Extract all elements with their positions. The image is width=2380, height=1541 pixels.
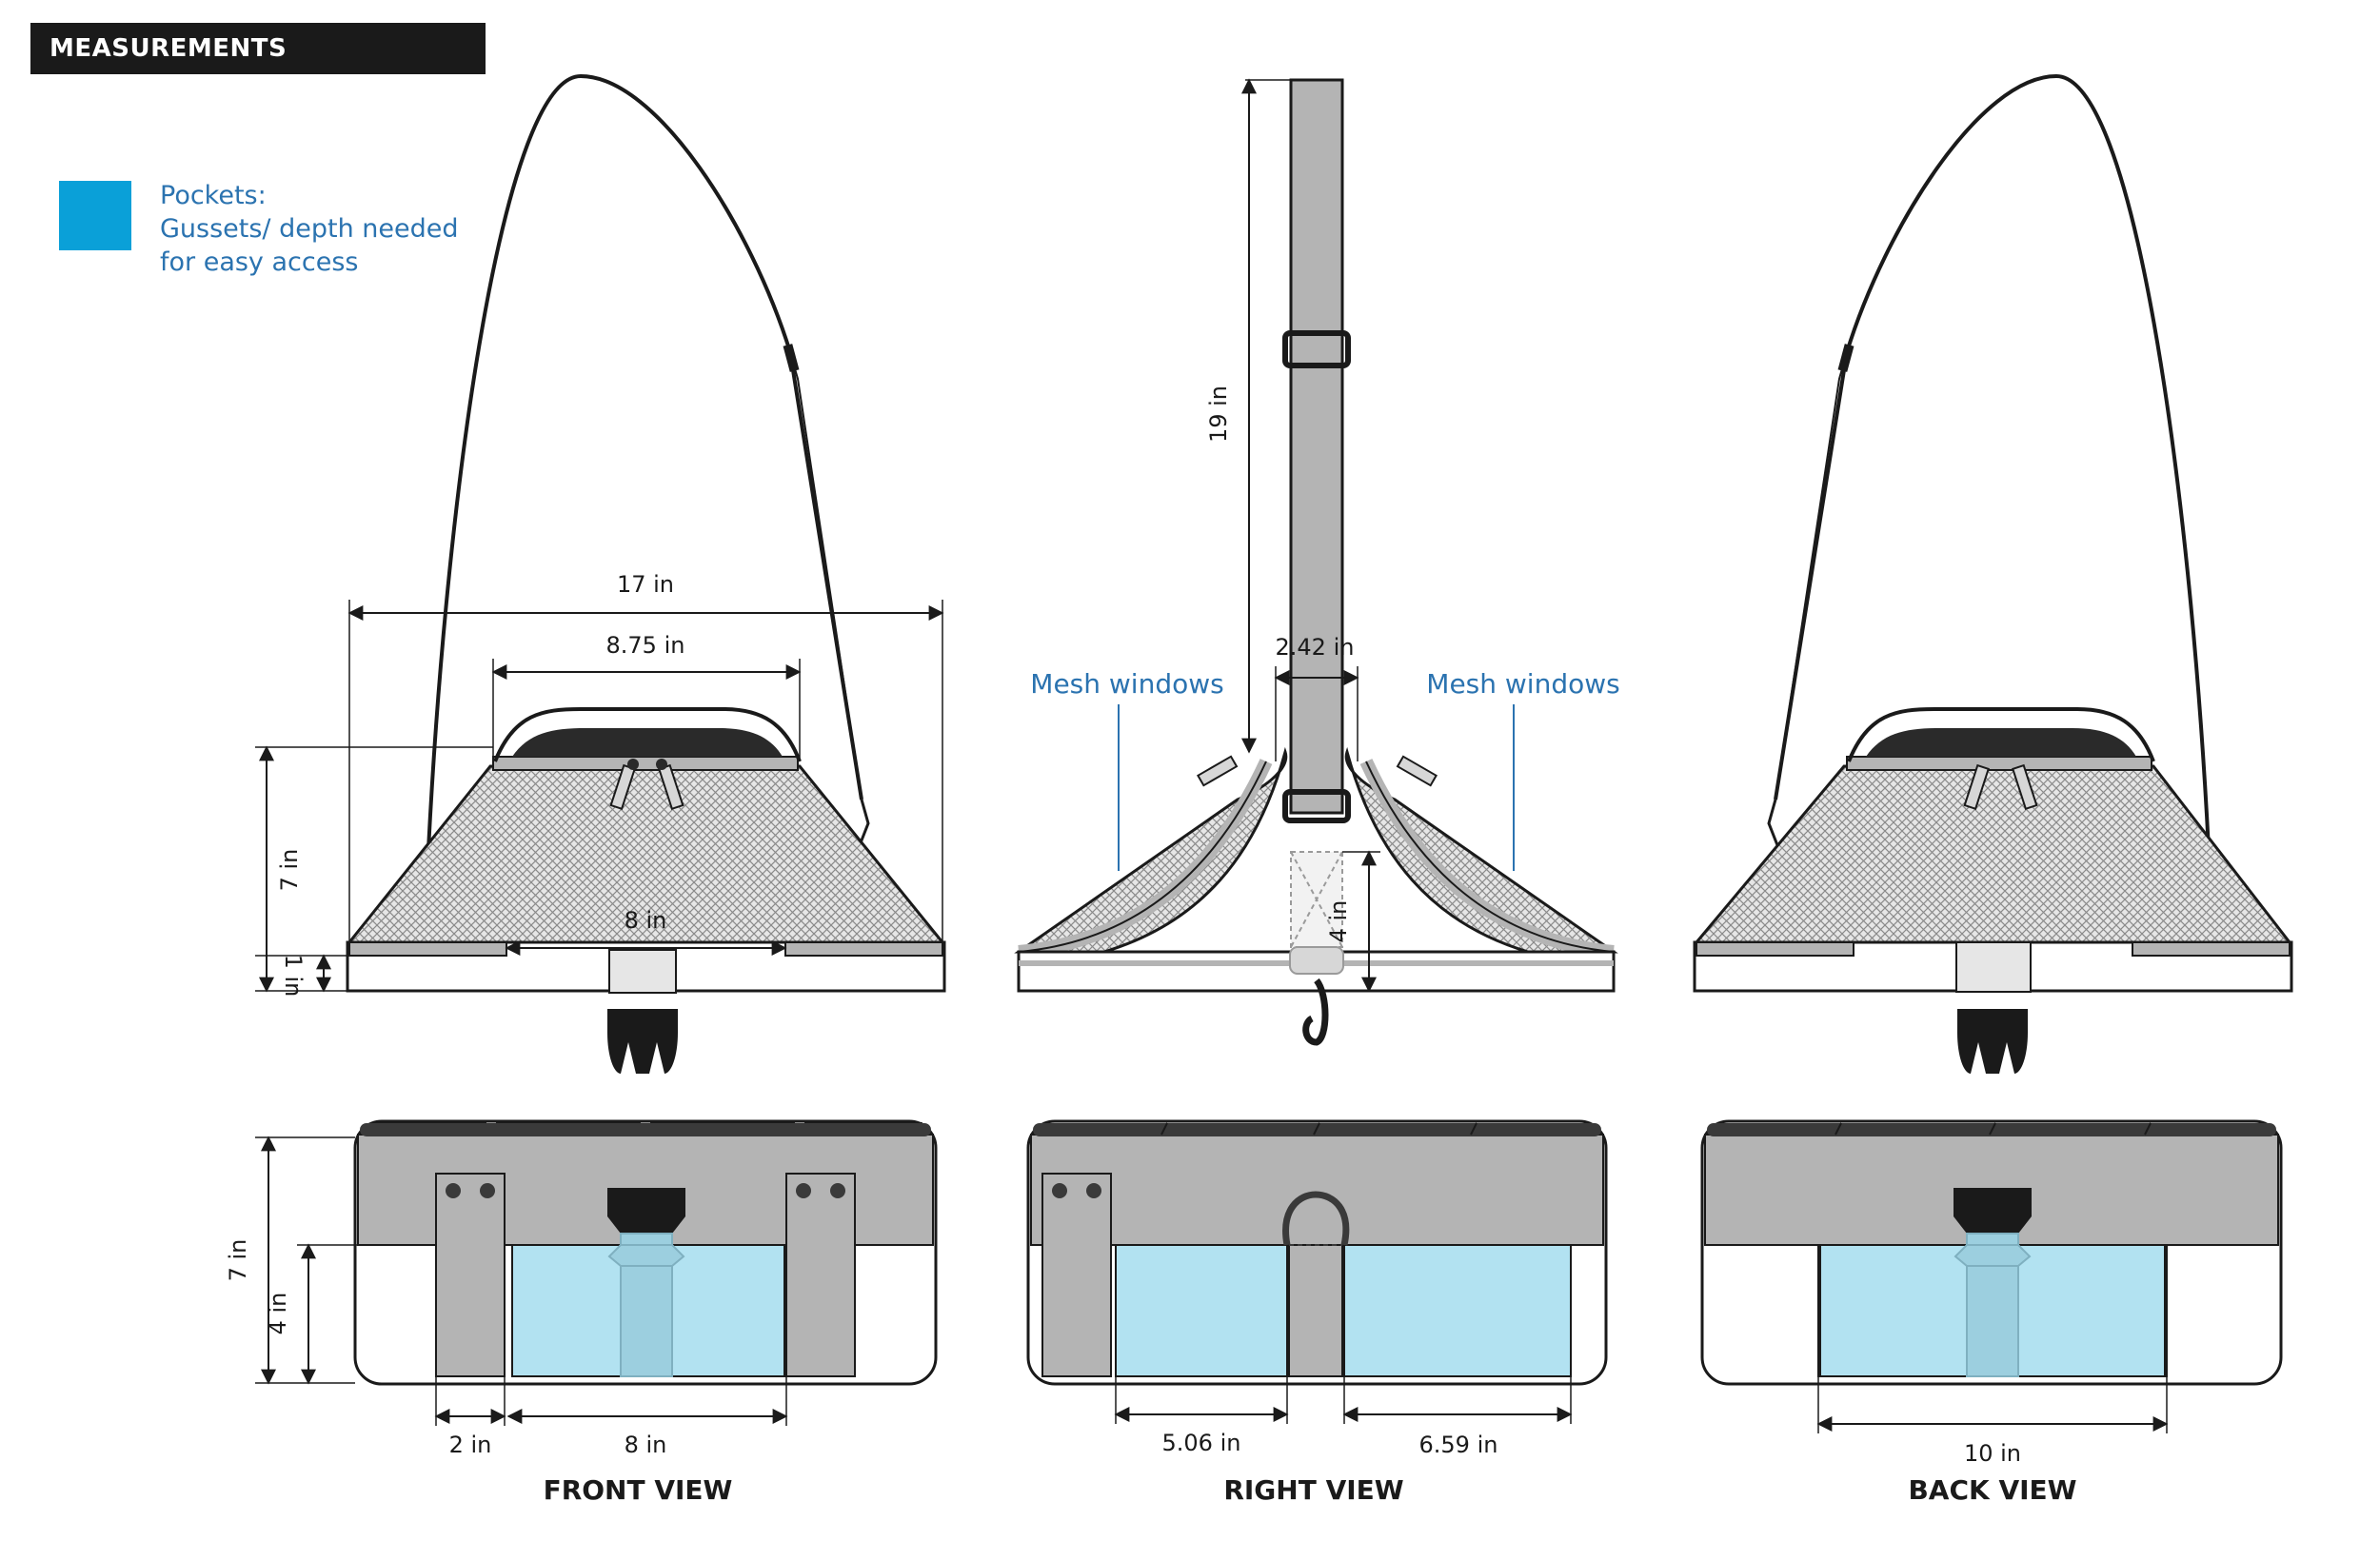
- back-bag-drawing: [1693, 73, 2293, 1074]
- bottom-front-dim-total: 7 in: [225, 1239, 251, 1282]
- side-bag-drawing: [1014, 78, 1618, 1046]
- front-dimensions: 17 in 8.75 in 7 in 1 in 8 in: [255, 571, 944, 998]
- bottom-right-dimensions: 5.06 in 6.59 in RIGHT VIEW: [1114, 1376, 1573, 1506]
- back-handle: [1847, 707, 2155, 762]
- bottom-right-d-ring: [1282, 1191, 1350, 1246]
- side-right-mesh: [1344, 746, 1618, 954]
- bottom-front-dimensions: 7 in 4 in 2 in 8 in FRONT VIEW: [225, 1136, 788, 1506]
- bottom-back-dimensions: 10 in BACK VIEW: [1816, 1376, 2169, 1506]
- header-bar: MEASUREMENTS: [30, 23, 486, 74]
- legend-line-2: Gussets/ depth needed: [160, 214, 459, 244]
- bottom-right-pocket-right: [1343, 1244, 1572, 1377]
- bottom-front-dim-strap: 2 in: [449, 1432, 492, 1458]
- bottom-right-drawing: [1026, 1119, 1608, 1386]
- side-dim-clip: 4 in: [1325, 900, 1352, 943]
- front-dim-inner: 8 in: [625, 907, 667, 934]
- back-shoulder-strap: [1774, 73, 2211, 851]
- bottom-right-dim-right: 6.59 in: [1419, 1432, 1498, 1458]
- bottom-right-dim-left: 5.06 in: [1162, 1430, 1241, 1456]
- bottom-front-dim-pocket: 4 in: [265, 1293, 291, 1335]
- back-view-title: BACK VIEW: [1908, 1474, 2076, 1506]
- legend-text: Pockets: Gussets/ depth needed for easy …: [160, 179, 459, 279]
- front-zipper-pulls: [609, 759, 684, 810]
- front-view-title: FRONT VIEW: [544, 1474, 733, 1506]
- side-strap: [1289, 78, 1344, 815]
- side-mesh-label-left: Mesh windows: [1030, 668, 1223, 700]
- front-shoulder-strap: [426, 73, 863, 851]
- right-view-title: RIGHT VIEW: [1223, 1474, 1403, 1506]
- bottom-back-drawing: [1700, 1119, 2283, 1386]
- front-dim-width: 17 in: [617, 571, 674, 598]
- front-handle: [493, 707, 802, 762]
- side-dim-strap: 19 in: [1205, 385, 1232, 443]
- side-hook: [1302, 978, 1329, 1046]
- front-bag-drawing: [346, 73, 946, 1074]
- front-dim-handle: 8.75 in: [606, 632, 685, 659]
- front-dim-height: 7 in: [276, 849, 303, 892]
- front-dim-base: 1 in: [280, 955, 307, 998]
- front-buckle: [607, 1009, 678, 1074]
- bottom-front-dim-pocket-width: 8 in: [625, 1432, 667, 1458]
- legend-line-1: Pockets:: [160, 181, 267, 210]
- back-mesh-panel: [1693, 764, 2293, 944]
- legend-swatch: [59, 181, 131, 250]
- bottom-right-pocket-left: [1115, 1244, 1288, 1377]
- side-dimensions: 19 in 2.42 in 4 in Mesh windows Mesh win…: [1030, 78, 1620, 993]
- side-left-mesh: [1014, 746, 1288, 954]
- legend-line-3: for easy access: [160, 247, 359, 277]
- bottom-back-dim-pocket: 10 in: [1964, 1440, 2021, 1467]
- header-title: MEASUREMENTS: [50, 34, 288, 63]
- bottom-front-drawing: [353, 1119, 938, 1386]
- back-buckle: [1957, 1009, 2028, 1074]
- side-dim-strap-width: 2.42 in: [1276, 634, 1355, 661]
- side-mesh-label-right: Mesh windows: [1426, 668, 1619, 700]
